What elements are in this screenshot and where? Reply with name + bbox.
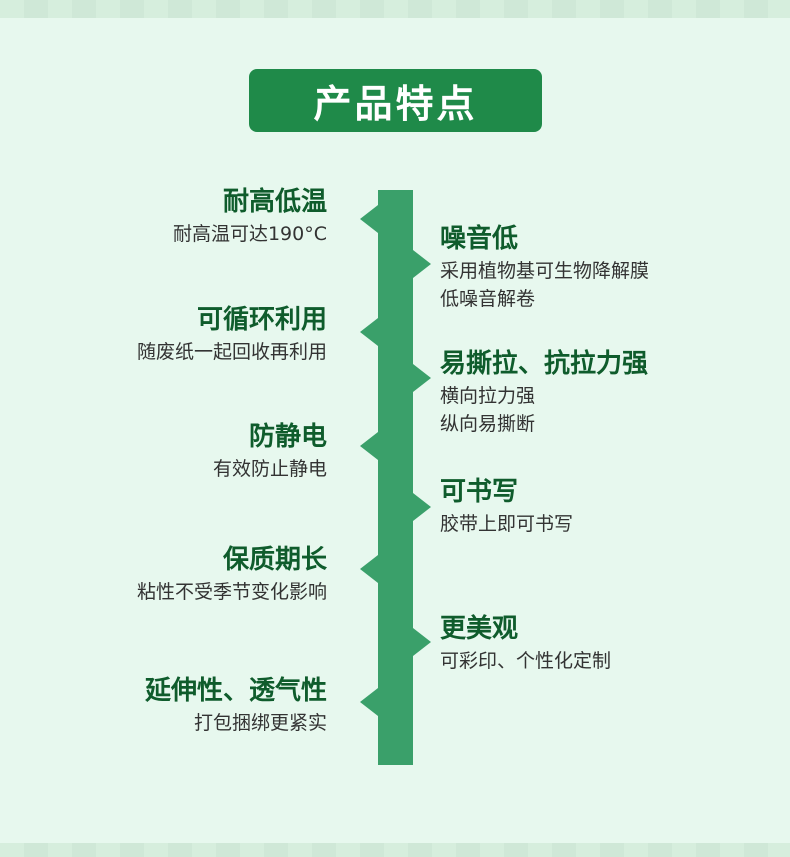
- bottom-decorative-band: [0, 843, 790, 857]
- feature-antistatic: 防静电 有效防止静电: [213, 419, 327, 483]
- feature-temperature: 耐高低温 耐高温可达190°C: [173, 184, 327, 248]
- feature-desc: 横向拉力强: [440, 385, 536, 407]
- feature-low-noise: 噪音低 采用植物基可生物降解膜 低噪音解卷: [440, 221, 649, 313]
- feature-heading: 可循环利用: [196, 305, 327, 335]
- timeline-notch-right: [413, 250, 431, 278]
- timeline-notch-left: [360, 555, 378, 583]
- feature-desc: 纵向易撕断: [440, 413, 536, 435]
- feature-heading: 可书写: [440, 477, 519, 507]
- feature-desc: 随废纸一起回收再利用: [136, 341, 327, 363]
- timeline-notch-right: [413, 628, 431, 656]
- feature-heading: 延伸性、透气性: [144, 676, 327, 706]
- feature-desc: 采用植物基可生物降解膜: [440, 260, 650, 282]
- timeline-notch-right: [413, 493, 431, 521]
- feature-tear-strength: 易撕拉、抗拉力强 横向拉力强 纵向易撕断: [440, 346, 648, 438]
- feature-desc: 打包捆绑更紧实: [193, 712, 327, 734]
- feature-heading: 易撕拉、抗拉力强: [440, 349, 649, 379]
- timeline-notch-left: [360, 318, 378, 346]
- title-banner: 产品特点: [249, 69, 542, 132]
- timeline-notch-right: [413, 364, 431, 392]
- feature-heading: 噪音低: [440, 224, 519, 254]
- feature-heading: 防静电: [248, 422, 327, 452]
- feature-appearance: 更美观 可彩印、个性化定制: [440, 611, 611, 675]
- timeline-notch-left: [360, 432, 378, 460]
- feature-recyclable: 可循环利用 随废纸一起回收再利用: [137, 302, 327, 366]
- feature-heading: 保质期长: [222, 545, 327, 575]
- timeline-notch-left: [360, 205, 378, 233]
- feature-desc: 胶带上即可书写: [440, 513, 574, 535]
- feature-writable: 可书写 胶带上即可书写: [440, 474, 573, 538]
- top-decorative-band: [0, 0, 790, 18]
- feature-desc: 低噪音解卷: [440, 288, 536, 310]
- feature-desc: 耐高温可达190°C: [172, 223, 327, 245]
- feature-desc: 粘性不受季节变化影响: [136, 581, 327, 603]
- feature-elasticity: 延伸性、透气性 打包捆绑更紧实: [145, 673, 327, 737]
- feature-shelf-life: 保质期长 粘性不受季节变化影响: [137, 542, 327, 606]
- feature-desc: 可彩印、个性化定制: [440, 650, 612, 672]
- feature-heading: 更美观: [440, 614, 519, 644]
- feature-desc: 有效防止静电: [212, 458, 327, 480]
- timeline-notch-left: [360, 688, 378, 716]
- timeline-spine: [378, 190, 413, 765]
- page-title: 产品特点: [313, 82, 478, 126]
- feature-heading: 耐高低温: [222, 187, 327, 217]
